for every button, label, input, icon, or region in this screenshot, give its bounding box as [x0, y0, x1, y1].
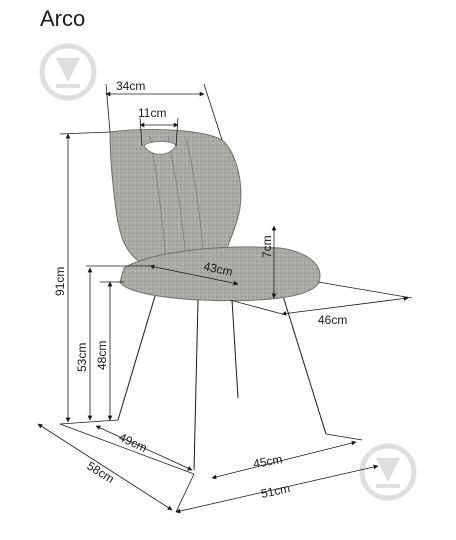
dim-depth-49: 49cm	[95, 425, 193, 471]
dim-label-7: 7cm	[260, 235, 274, 258]
dim-label-45: 45cm	[252, 452, 283, 471]
dim-seat-thickness: 7cm	[260, 225, 277, 299]
dim-leg-span: 45cm	[211, 433, 363, 480]
dim-label-53: 53cm	[75, 343, 89, 372]
dim-label-11: 11cm	[138, 106, 166, 120]
dim-label-51: 51cm	[260, 481, 292, 501]
dim-label-91: 91cm	[53, 267, 67, 296]
brand-logo-icon-top	[39, 43, 97, 101]
dim-seat-height: 48cm	[95, 281, 124, 421]
dim-total-depth: 58cm	[37, 423, 173, 511]
brand-logo-icon-bottom	[359, 443, 417, 501]
dim-seat-width: 46cm	[229, 281, 413, 327]
dim-total-width: 51cm	[175, 464, 379, 514]
product-title: Arco	[40, 6, 86, 31]
dim-backrest-width: 34cm	[105, 79, 223, 141]
dim-label-34: 34cm	[116, 79, 145, 93]
dim-label-58: 58cm	[84, 459, 116, 486]
chair-legs	[117, 295, 327, 471]
dim-label-48: 48cm	[95, 341, 109, 370]
dim-label-46: 46cm	[318, 313, 347, 327]
dim-label-43: 43cm	[202, 259, 234, 279]
dim-armrest-height: 53cm	[75, 267, 93, 421]
dim-seat-depth: 43cm	[86, 259, 239, 286]
chair-backrest	[109, 129, 242, 267]
dim-total-height: 91cm	[53, 131, 111, 423]
dim-handle-width: 11cm	[138, 106, 179, 147]
